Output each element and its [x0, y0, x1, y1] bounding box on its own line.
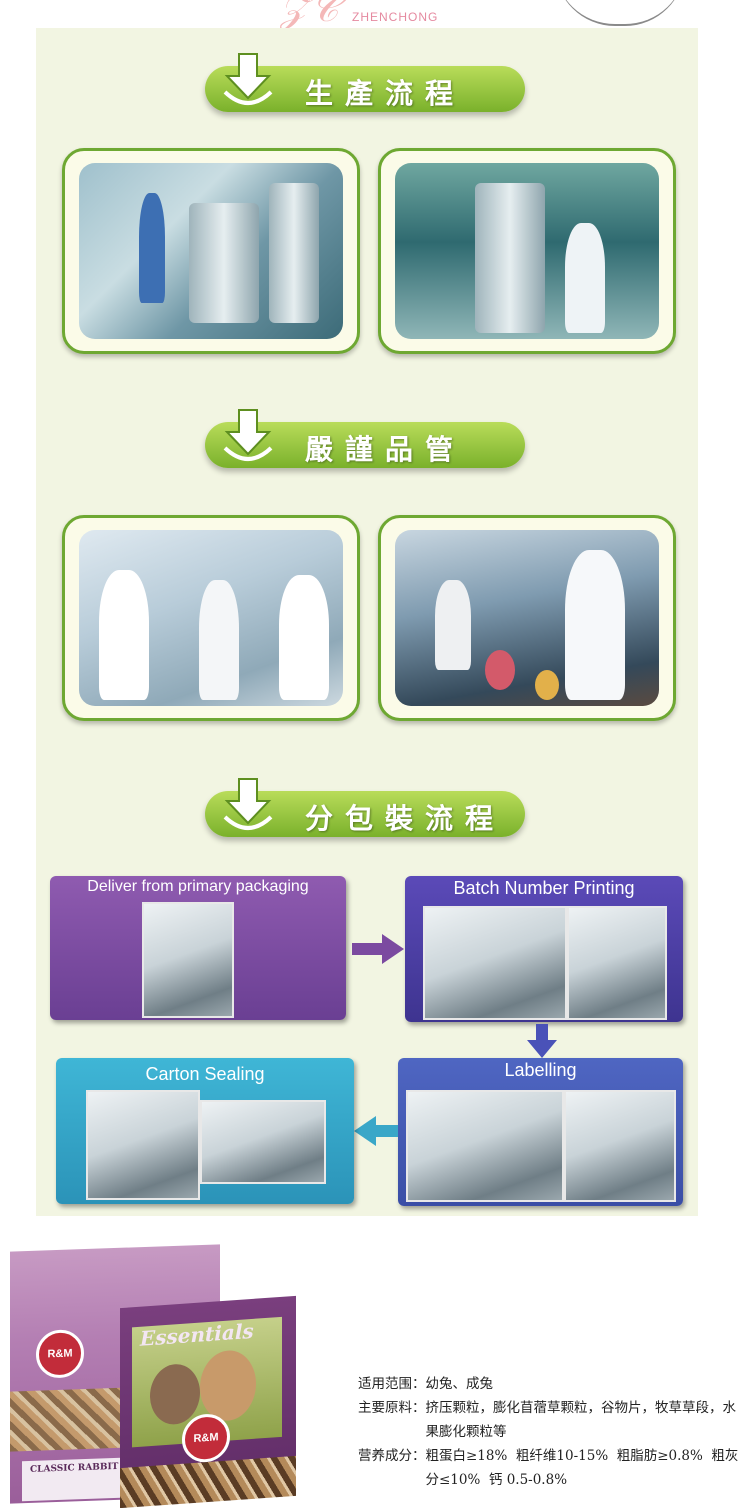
- section-header-packaging: 分包裝流程: [205, 778, 525, 843]
- down-arrow-icon: [223, 778, 273, 830]
- flow-step-photo: [406, 1090, 564, 1202]
- lab-photo: [79, 530, 343, 706]
- spec-value: 粗蛋白≥18% 粗纤维10-15% 粗脂肪≥0.8% 粗灰分≤10% 钙 0.5…: [425, 1448, 739, 1488]
- brand-badge: R&M: [36, 1329, 84, 1379]
- brand-logo: 𝒵𝒞 ZHENCHONG: [270, 0, 480, 30]
- spec-label: 适用范围：: [358, 1376, 426, 1392]
- spec-label: 主要原料：: [358, 1400, 426, 1416]
- arrow-left-icon: [354, 1116, 398, 1146]
- spec-value: 幼兔、成兔: [425, 1376, 494, 1392]
- photo-frame-quality-2: [378, 515, 676, 721]
- section-bar: [205, 66, 525, 112]
- section-bar: [205, 791, 525, 837]
- decorative-swoosh: [555, 0, 685, 26]
- product-specs: 适用范围： 幼兔、成兔 主要原料： 挤压颗粒，膨化苜蓿草颗粒，谷物片，牧草草段，…: [358, 1372, 743, 1492]
- product-bag-essentials: Essentials R&M: [120, 1295, 296, 1508]
- spec-row: 营养成分： 粗蛋白≥18% 粗纤维10-15% 粗脂肪≥0.8% 粗灰分≤10%…: [358, 1444, 743, 1492]
- photo-frame-quality-1: [62, 515, 360, 721]
- flow-step-photo: [142, 902, 234, 1018]
- flow-step-photo: [423, 906, 567, 1020]
- flow-step-photo: [564, 1090, 676, 1202]
- down-arrow-icon: [223, 53, 273, 105]
- logo-script-mark: 𝒵𝒞: [280, 0, 341, 30]
- section-header-production: 生產流程: [205, 53, 525, 118]
- flow-step-label: Batch Number Printing: [453, 878, 635, 898]
- flow-step-label: Carton Sealing: [145, 1064, 265, 1084]
- arrow-right-icon: [352, 934, 404, 964]
- section-title: 分包裝流程: [305, 802, 506, 835]
- flow-step-photo: [200, 1100, 326, 1184]
- section-bar: [205, 422, 525, 468]
- logo-word: ZHENCHONG: [352, 10, 439, 24]
- flow-step-photo: [567, 906, 667, 1020]
- photo-frame-production-2: [378, 148, 676, 354]
- arrow-down-icon: [527, 1024, 557, 1058]
- spec-value: 挤压颗粒，膨化苜蓿草颗粒，谷物片，牧草草段，水果膨化颗粒等: [425, 1400, 737, 1440]
- factory-photo: [395, 163, 659, 339]
- flow-step-photo: [86, 1090, 200, 1200]
- flow-step-batch-printing: Batch Number Printing: [405, 876, 683, 1022]
- flow-step-label: Deliver from primary packaging: [87, 878, 309, 895]
- flow-step-carton-sealing: Carton Sealing: [56, 1058, 354, 1204]
- section-title: 生產流程: [305, 77, 466, 110]
- lab-photo: [395, 530, 659, 706]
- section-header-quality: 嚴謹品管: [205, 409, 525, 474]
- factory-photo: [79, 163, 343, 339]
- down-arrow-icon: [223, 409, 273, 461]
- spec-row: 适用范围： 幼兔、成兔: [358, 1372, 743, 1396]
- flow-step-deliver: Deliver from primary packaging: [50, 876, 346, 1020]
- flow-step-labelling: Labelling: [398, 1058, 683, 1206]
- section-title: 嚴謹品管: [305, 433, 466, 466]
- spec-row: 主要原料： 挤压颗粒，膨化苜蓿草颗粒，谷物片，牧草草段，水果膨化颗粒等: [358, 1396, 743, 1444]
- spec-label: 营养成分：: [358, 1448, 426, 1464]
- flow-step-label: Labelling: [504, 1060, 577, 1080]
- photo-frame-production-1: [62, 148, 360, 354]
